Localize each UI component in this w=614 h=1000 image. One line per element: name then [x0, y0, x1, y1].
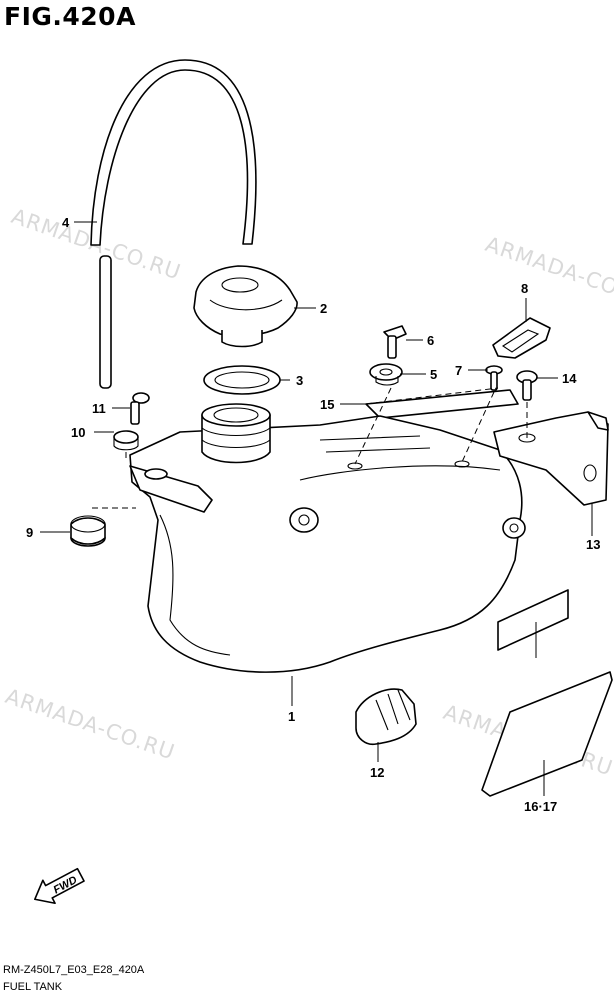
fwd-label: FWD [51, 874, 79, 896]
watermark: ARMADA-CO.RU [482, 232, 614, 313]
callout-10: 10 [71, 425, 85, 440]
figure-title: FIG.420A [4, 2, 136, 31]
watermark: ARMADA-CO.RU [2, 684, 178, 765]
breather-hose [90, 59, 257, 389]
collar-10 [113, 430, 139, 451]
callout-6: 6 [427, 333, 434, 348]
callout-8: 8 [521, 281, 528, 296]
callouts: 4 2 3 6 5 7 14 8 15 11 10 9 13 1 12 16·1… [26, 215, 600, 814]
plate-15 [365, 389, 519, 419]
callout-15: 15 [320, 397, 334, 412]
callout-13: 13 [586, 537, 600, 552]
callout-9: 9 [26, 525, 33, 540]
fuel-cap [193, 265, 298, 348]
sticker-18 [497, 589, 569, 651]
bracket-13 [493, 411, 609, 506]
callout-12: 12 [370, 765, 384, 780]
callout-7: 7 [455, 363, 462, 378]
fuel-tank [129, 403, 526, 673]
damper-12 [355, 688, 417, 746]
clamp-8 [492, 317, 551, 359]
bolt-6 [383, 325, 407, 359]
callout-1: 1 [288, 709, 295, 724]
callout-3: 3 [296, 373, 303, 388]
sheet-16-17 [481, 671, 613, 797]
cushion-5 [369, 363, 403, 386]
callout-14: 14 [562, 371, 577, 386]
diagram-title: FUEL TANK [3, 981, 63, 993]
callout-4: 4 [62, 215, 70, 230]
bolt-11 [130, 392, 150, 425]
grommet-9 [70, 515, 106, 547]
screw-7 [485, 365, 503, 391]
callout-16-17: 16·17 [524, 799, 557, 814]
fwd-arrow-icon: FWD [34, 867, 85, 905]
callout-5: 5 [430, 367, 437, 382]
callout-11: 11 [92, 401, 106, 416]
cap-gasket [203, 365, 281, 395]
diagram-code: RM-Z450L7_E03_E28_420A [3, 964, 145, 976]
callout-2: 2 [320, 301, 327, 316]
bolt-14 [516, 370, 538, 401]
leader-lines [40, 221, 593, 796]
